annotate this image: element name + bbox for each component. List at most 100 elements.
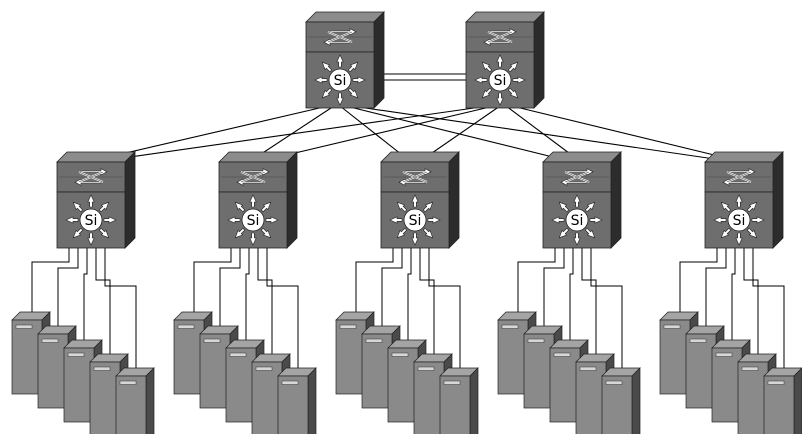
drive-bay-icon [443, 380, 461, 385]
switch-badge-circle [727, 208, 751, 232]
distribution-switch-5[interactable]: Si [704, 151, 784, 249]
drive-bay-icon [281, 380, 299, 385]
arrow-icon [249, 194, 257, 208]
distribution-switch-3[interactable]: Si [380, 151, 460, 249]
switch-badge-circle [565, 208, 589, 232]
switch-side-face [373, 11, 385, 109]
server-link [590, 248, 623, 368]
arrow-icon [87, 194, 95, 208]
switch-badge-circle [328, 68, 352, 92]
arrow-icon [422, 227, 434, 239]
arrow-icon [396, 227, 408, 239]
server-front-face [63, 347, 95, 423]
arrow-icon [496, 92, 504, 106]
drive-bay-icon [663, 324, 681, 329]
server[interactable] [763, 367, 802, 434]
arrow-icon [496, 54, 504, 68]
distribution-switch-4[interactable]: Si [542, 151, 622, 249]
crossed-arrows-icon [560, 168, 594, 186]
server-front-face [737, 361, 769, 434]
crossed-arrows-icon [74, 168, 108, 186]
server-link [581, 248, 597, 354]
server-link [419, 248, 435, 354]
server-front-face [685, 333, 717, 409]
arrow-icon [735, 194, 743, 208]
drive-bay-icon [417, 366, 435, 371]
switch-top-face [305, 11, 385, 23]
server-link [428, 248, 461, 368]
server-front-face [277, 375, 309, 434]
arrow-icon [87, 232, 95, 246]
switch-badge-label: Si [334, 73, 347, 89]
drive-bay-icon [255, 366, 273, 371]
arrow-icon [551, 216, 565, 224]
arrow-icon [65, 216, 79, 224]
switch-side-face [610, 151, 622, 249]
server-links [31, 248, 785, 368]
arrow-icon [234, 201, 246, 213]
server-front-face [439, 375, 471, 434]
drive-bay-icon [579, 366, 597, 371]
switch-badge-label: Si [409, 213, 422, 229]
server-side-face [307, 367, 317, 434]
arrow-icon [573, 232, 581, 246]
switch-badge-label: Si [494, 73, 507, 89]
switch-side-face [448, 151, 460, 249]
server-link [731, 248, 736, 340]
server-front-face [575, 361, 607, 434]
switch-badge-label: Si [247, 213, 260, 229]
arrow-icon [584, 227, 596, 239]
arrow-icon [720, 227, 732, 239]
arrow-icon [474, 76, 488, 84]
drive-bay-icon [501, 324, 519, 329]
arrow-icon [558, 201, 570, 213]
server-link [517, 248, 556, 312]
arrow-icon [98, 227, 110, 239]
drive-bay-icon [41, 338, 59, 343]
drive-bay-icon [605, 380, 623, 385]
arrow-icon [321, 87, 333, 99]
server-link [104, 248, 137, 368]
switch-top-face [218, 151, 298, 163]
arrow-icon [265, 216, 279, 224]
arrow-icon [584, 201, 596, 213]
network-links [86, 73, 744, 163]
switch-badge-circle [241, 208, 265, 232]
server-front-face [11, 319, 43, 395]
distribution-switch-1[interactable]: Si [56, 151, 136, 249]
server-front-face [361, 333, 393, 409]
arrow-icon [573, 194, 581, 208]
server[interactable] [439, 367, 479, 434]
server-side-face [469, 367, 479, 434]
drive-bay-icon [119, 380, 137, 385]
server-link [752, 248, 785, 368]
server[interactable] [387, 339, 427, 423]
arrow-icon [507, 61, 519, 73]
server-side-face [145, 367, 155, 434]
drive-bay-icon [689, 338, 707, 343]
arrow-icon [411, 194, 419, 208]
core-switch-2[interactable]: Si [465, 11, 545, 109]
core-switch-1[interactable]: Si [305, 11, 385, 109]
arrow-icon [347, 87, 359, 99]
drive-bay-icon [177, 324, 195, 329]
server-link [705, 248, 727, 326]
switch-badge-circle [403, 208, 427, 232]
drive-bay-icon [229, 352, 247, 357]
server[interactable] [277, 367, 317, 434]
arrow-icon [321, 61, 333, 73]
arrow-icon [352, 76, 366, 84]
switch-top-face [56, 151, 136, 163]
distribution-switch-2[interactable]: Si [218, 151, 298, 249]
server-front-face [251, 361, 283, 434]
arrow-icon [249, 232, 257, 246]
server[interactable] [115, 367, 155, 434]
server[interactable] [601, 367, 641, 434]
drive-bay-icon [527, 338, 545, 343]
drive-bay-icon [767, 380, 785, 385]
server-link [266, 248, 299, 368]
arrow-icon [589, 216, 603, 224]
server-link [57, 248, 79, 326]
server-front-face [601, 375, 633, 434]
